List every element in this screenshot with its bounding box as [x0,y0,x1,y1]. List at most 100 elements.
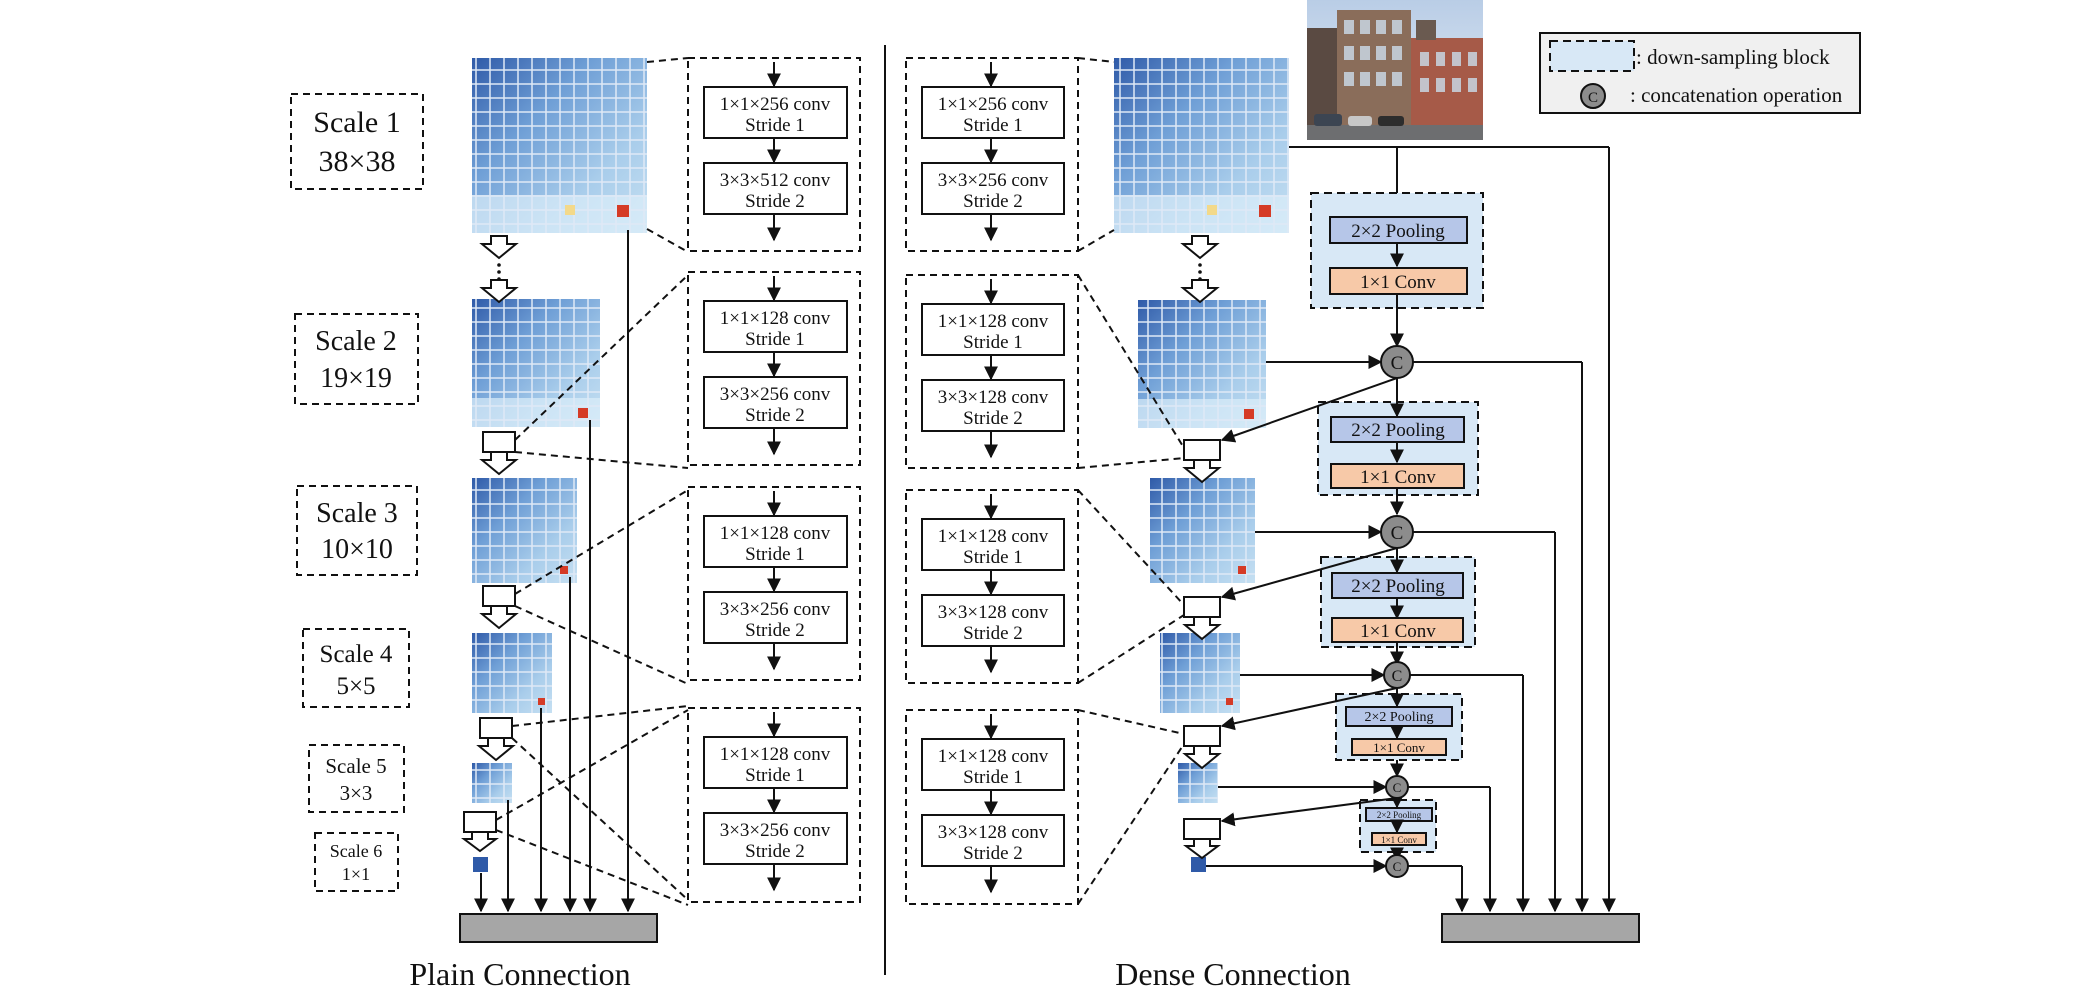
svg-text:1×1 Conv: 1×1 Conv [1381,835,1417,845]
downsampling-block-5: 2×2 Pooling 1×1 Conv [1359,799,1437,862]
svg-text:3×3×256 conv: 3×3×256 conv [720,599,831,620]
plain-block-2: 1×1×128 conv Stride 1 3×3×256 conv Strid… [687,271,861,466]
svg-text:1×1 Conv: 1×1 Conv [1360,621,1436,642]
dense-block-3: 1×1×128 conv Stride 1 3×3×128 conv Strid… [905,489,1079,684]
svg-text:Stride 2: Stride 2 [963,623,1023,644]
legend-concat-text: : concatenation operation [1630,83,1843,107]
svg-text:Stride 2: Stride 2 [745,841,805,862]
scale-2-label-box [294,313,419,405]
svg-text:3×3×128 conv: 3×3×128 conv [938,602,1049,623]
concat-node-3: C [1383,661,1411,689]
legend-downsampling-text: : down-sampling block [1636,45,1830,69]
downsampling-blocks: 2×2 Pooling 1×1 Conv 2×2 Pooling 1×1 Con… [1310,192,1484,862]
plain-caption: Plain Connection [409,956,630,990]
legend: : down-sampling block C : concatenation … [1539,32,1861,114]
svg-text:1×1 Conv: 1×1 Conv [1373,740,1425,755]
plain-dashed-connectors [495,57,689,906]
plain-block-4: 1×1×128 conv Stride 1 3×3×256 conv Strid… [687,707,861,903]
plain-block-3: 1×1×128 conv Stride 1 3×3×256 conv Strid… [687,486,861,681]
svg-text:1×1×128 conv: 1×1×128 conv [720,744,831,765]
dense-map-scale-5 [1178,763,1218,803]
legend-concat-swatch [1580,83,1606,109]
scale-3-label-box [296,485,418,576]
dense-down-arrows [1180,235,1222,860]
svg-text:C: C [1588,90,1598,106]
svg-text:C: C [1392,668,1403,685]
dense-dashed-connectors [1077,57,1185,905]
scale-6-name: Scale 6 [330,841,382,861]
scale-1-name: Scale 1 [313,106,400,139]
dense-map-scale-6 [1191,857,1206,872]
dense-block-2: 1×1×128 conv Stride 1 3×3×128 conv Strid… [905,274,1079,469]
svg-text:Stride 2: Stride 2 [745,405,805,426]
downsampling-block-4: 2×2 Pooling 1×1 Conv [1335,693,1463,778]
svg-text:1×1×128 conv: 1×1×128 conv [938,311,1049,332]
plain-feature-maps [472,58,647,872]
dense-map-scale-4 [1160,633,1240,713]
input-image [1307,0,1483,140]
svg-text:C: C [1393,859,1402,874]
svg-text:2×2 Pooling: 2×2 Pooling [1351,221,1445,242]
downsampling-block-3: 2×2 Pooling 1×1 Conv [1320,556,1476,666]
svg-text:2×2 Pooling: 2×2 Pooling [1351,576,1445,597]
scale-3-name: Scale 3 [316,498,398,529]
svg-text:Stride 1: Stride 1 [963,767,1023,788]
svg-text:Stride 2: Stride 2 [963,843,1023,864]
scale-5-label-box [308,744,405,813]
scale-1-size: 38×38 [319,145,396,178]
scale-labels: Scale 1 38×38 Scale 2 19×19 Scale 3 10×1… [290,93,424,892]
concat-wiring [1206,355,1589,913]
plain-output-bar [459,913,658,943]
svg-text:1×1×256 conv: 1×1×256 conv [720,94,831,115]
concat-node-5: C [1385,854,1409,878]
concat-nodes: C C C C C [1380,345,1414,878]
svg-text:Stride 1: Stride 1 [963,547,1023,568]
plain-map-scale-3 [472,478,577,583]
svg-text:Stride 1: Stride 1 [745,544,805,565]
svg-text:2×2 Pooling: 2×2 Pooling [1377,810,1422,820]
svg-text:3×3×128 conv: 3×3×128 conv [938,822,1049,843]
concat-node-2: C [1380,515,1414,549]
plain-map-scale-2 [472,299,600,427]
plain-map-scale-5 [472,763,512,803]
svg-text:Stride 1: Stride 1 [745,115,805,136]
plain-skip-lines [474,230,635,913]
scale-5-name: Scale 5 [325,754,386,778]
svg-text:Stride 2: Stride 2 [745,620,805,641]
concat-node-1: C [1380,345,1414,379]
dense-feature-maps [1114,58,1289,872]
dense-blocks: 1×1×256 conv Stride 1 3×3×256 conv Strid… [905,57,1079,905]
svg-text:1×1 Conv: 1×1 Conv [1360,467,1436,488]
svg-text:1×1×128 conv: 1×1×128 conv [720,308,831,329]
svg-text:Stride 1: Stride 1 [745,329,805,350]
dense-map-scale-2 [1138,300,1266,428]
scale-4-name: Scale 4 [320,641,393,668]
scale-6-label-box [314,832,399,892]
legend-downsampling-swatch [1549,40,1635,72]
plain-blocks: 1×1×256 conv Stride 1 3×3×512 conv Strid… [687,57,861,903]
svg-text:Stride 2: Stride 2 [963,408,1023,429]
svg-text:Stride 2: Stride 2 [745,191,805,212]
dense-block-1: 1×1×256 conv Stride 1 3×3×256 conv Strid… [905,57,1079,252]
scale-2-size: 19×19 [320,363,392,394]
scale-1-label-box [290,93,424,190]
scale-2-name: Scale 2 [315,326,397,357]
scale-3-size: 10×10 [321,534,393,565]
svg-text:1×1×128 conv: 1×1×128 conv [938,526,1049,547]
dense-block-4: 1×1×128 conv Stride 1 3×3×128 conv Strid… [905,709,1079,905]
svg-text:1×1×256 conv: 1×1×256 conv [938,94,1049,115]
scale-4-size: 5×5 [336,673,375,700]
svg-text:2×2 Pooling: 2×2 Pooling [1351,420,1445,441]
plain-block-1: 1×1×256 conv Stride 1 3×3×512 conv Strid… [687,57,861,252]
svg-text:Stride 1: Stride 1 [963,115,1023,136]
plain-map-scale-6 [473,857,488,872]
svg-text:3×3×256 conv: 3×3×256 conv [720,820,831,841]
svg-text:3×3×256 conv: 3×3×256 conv [720,384,831,405]
dense-map-scale-3 [1150,478,1255,583]
dense-caption: Dense Connection [1115,956,1351,990]
svg-text:1×1×128 conv: 1×1×128 conv [720,523,831,544]
svg-text:Stride 1: Stride 1 [963,332,1023,353]
svg-text:1×1×128 conv: 1×1×128 conv [938,746,1049,767]
dense-map-scale-1 [1114,58,1289,233]
